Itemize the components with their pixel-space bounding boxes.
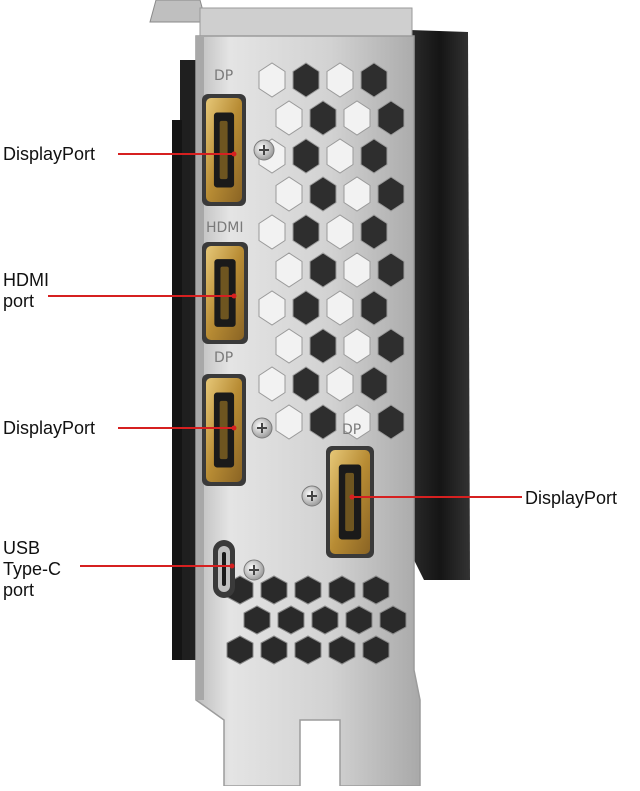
hdmi-port bbox=[202, 242, 248, 344]
vent-cell bbox=[294, 575, 322, 605]
vent-cell bbox=[362, 635, 390, 665]
card-pcb-edge bbox=[172, 120, 182, 660]
vent-cell bbox=[377, 100, 405, 136]
vent-cell bbox=[377, 404, 405, 440]
silkscreen-label: DP bbox=[214, 350, 233, 366]
vent-cell bbox=[258, 62, 286, 98]
vent-cell bbox=[275, 176, 303, 212]
silkscreen-labels: DP HDMI DP DP bbox=[206, 68, 361, 438]
vent-cell bbox=[379, 605, 407, 635]
silkscreen-label: DP bbox=[342, 422, 361, 438]
callout-label-usbc: USB Type-C port bbox=[3, 538, 62, 600]
vent-cell bbox=[260, 575, 288, 605]
card-shroud-left bbox=[180, 60, 196, 660]
vent-cell bbox=[258, 214, 286, 250]
vent-cell bbox=[292, 366, 320, 402]
callout-line-hdmi bbox=[48, 293, 237, 299]
vent-cell bbox=[377, 252, 405, 288]
vent-cell bbox=[275, 100, 303, 136]
callout-label-dp1: DisplayPort bbox=[3, 144, 96, 164]
bracket-top-tab bbox=[149, 0, 207, 23]
displayport-2 bbox=[202, 374, 246, 486]
callout-label-dp3: DisplayPort bbox=[525, 488, 618, 508]
vent-cell bbox=[360, 366, 388, 402]
silkscreen-label: DP bbox=[214, 68, 233, 84]
callout-line-dp2 bbox=[118, 425, 237, 431]
port-group bbox=[202, 94, 374, 598]
displayport-3 bbox=[326, 446, 374, 558]
callout-line-dp3 bbox=[349, 494, 522, 500]
vent-cell bbox=[326, 366, 354, 402]
callout-label-dp2: DisplayPort bbox=[3, 418, 96, 438]
vent-cell bbox=[343, 100, 371, 136]
vent-cell bbox=[275, 252, 303, 288]
screw bbox=[243, 559, 265, 581]
vent-cell bbox=[328, 575, 356, 605]
vent-cell bbox=[243, 605, 271, 635]
vent-cell bbox=[377, 328, 405, 364]
vent-cell bbox=[292, 138, 320, 174]
vent-cell bbox=[275, 404, 303, 440]
vent-cell bbox=[258, 290, 286, 326]
card-shroud-right bbox=[410, 30, 470, 580]
bracket-top-flange bbox=[199, 7, 413, 41]
vent-cell bbox=[226, 635, 254, 665]
vent-cell bbox=[258, 366, 286, 402]
vent-cell bbox=[275, 328, 303, 364]
vent-cell bbox=[309, 176, 337, 212]
vent-cell bbox=[343, 404, 371, 440]
usb-type-c-port bbox=[213, 540, 235, 598]
vent-cell bbox=[309, 252, 337, 288]
vent-cell bbox=[326, 138, 354, 174]
screws bbox=[243, 139, 323, 581]
vent-cell bbox=[360, 290, 388, 326]
vent-cell bbox=[309, 404, 337, 440]
vent-cell bbox=[294, 635, 322, 665]
vent-cell bbox=[360, 138, 388, 174]
vent-cell bbox=[311, 605, 339, 635]
callout-label-hdmi: HDMI port bbox=[3, 270, 49, 311]
vent-cell bbox=[292, 62, 320, 98]
callout-lines bbox=[48, 151, 522, 569]
vent-cell bbox=[260, 635, 288, 665]
vent-cell bbox=[377, 176, 405, 212]
vent-cell bbox=[328, 635, 356, 665]
screw bbox=[301, 485, 323, 507]
vent-cell bbox=[360, 214, 388, 250]
vent-cell bbox=[345, 605, 373, 635]
vent-cell bbox=[343, 176, 371, 212]
vent-cell bbox=[326, 214, 354, 250]
screw bbox=[251, 417, 273, 439]
screw bbox=[253, 139, 275, 161]
vent-cutouts bbox=[226, 62, 407, 665]
vent-cell bbox=[292, 214, 320, 250]
vent-cell bbox=[326, 290, 354, 326]
displayport-1 bbox=[202, 94, 246, 206]
vent-cell bbox=[277, 605, 305, 635]
callout-line-usbc bbox=[80, 563, 235, 569]
vent-cell bbox=[292, 290, 320, 326]
vent-cell bbox=[362, 575, 390, 605]
vent-cell bbox=[360, 62, 388, 98]
callout-line-dp1 bbox=[118, 151, 237, 157]
vent-cell bbox=[326, 62, 354, 98]
vent-cell bbox=[309, 100, 337, 136]
bracket-fold-edge bbox=[196, 36, 204, 700]
vent-cell bbox=[343, 252, 371, 288]
silkscreen-label: HDMI bbox=[206, 220, 244, 236]
vent-cell bbox=[309, 328, 337, 364]
vent-cell bbox=[343, 328, 371, 364]
